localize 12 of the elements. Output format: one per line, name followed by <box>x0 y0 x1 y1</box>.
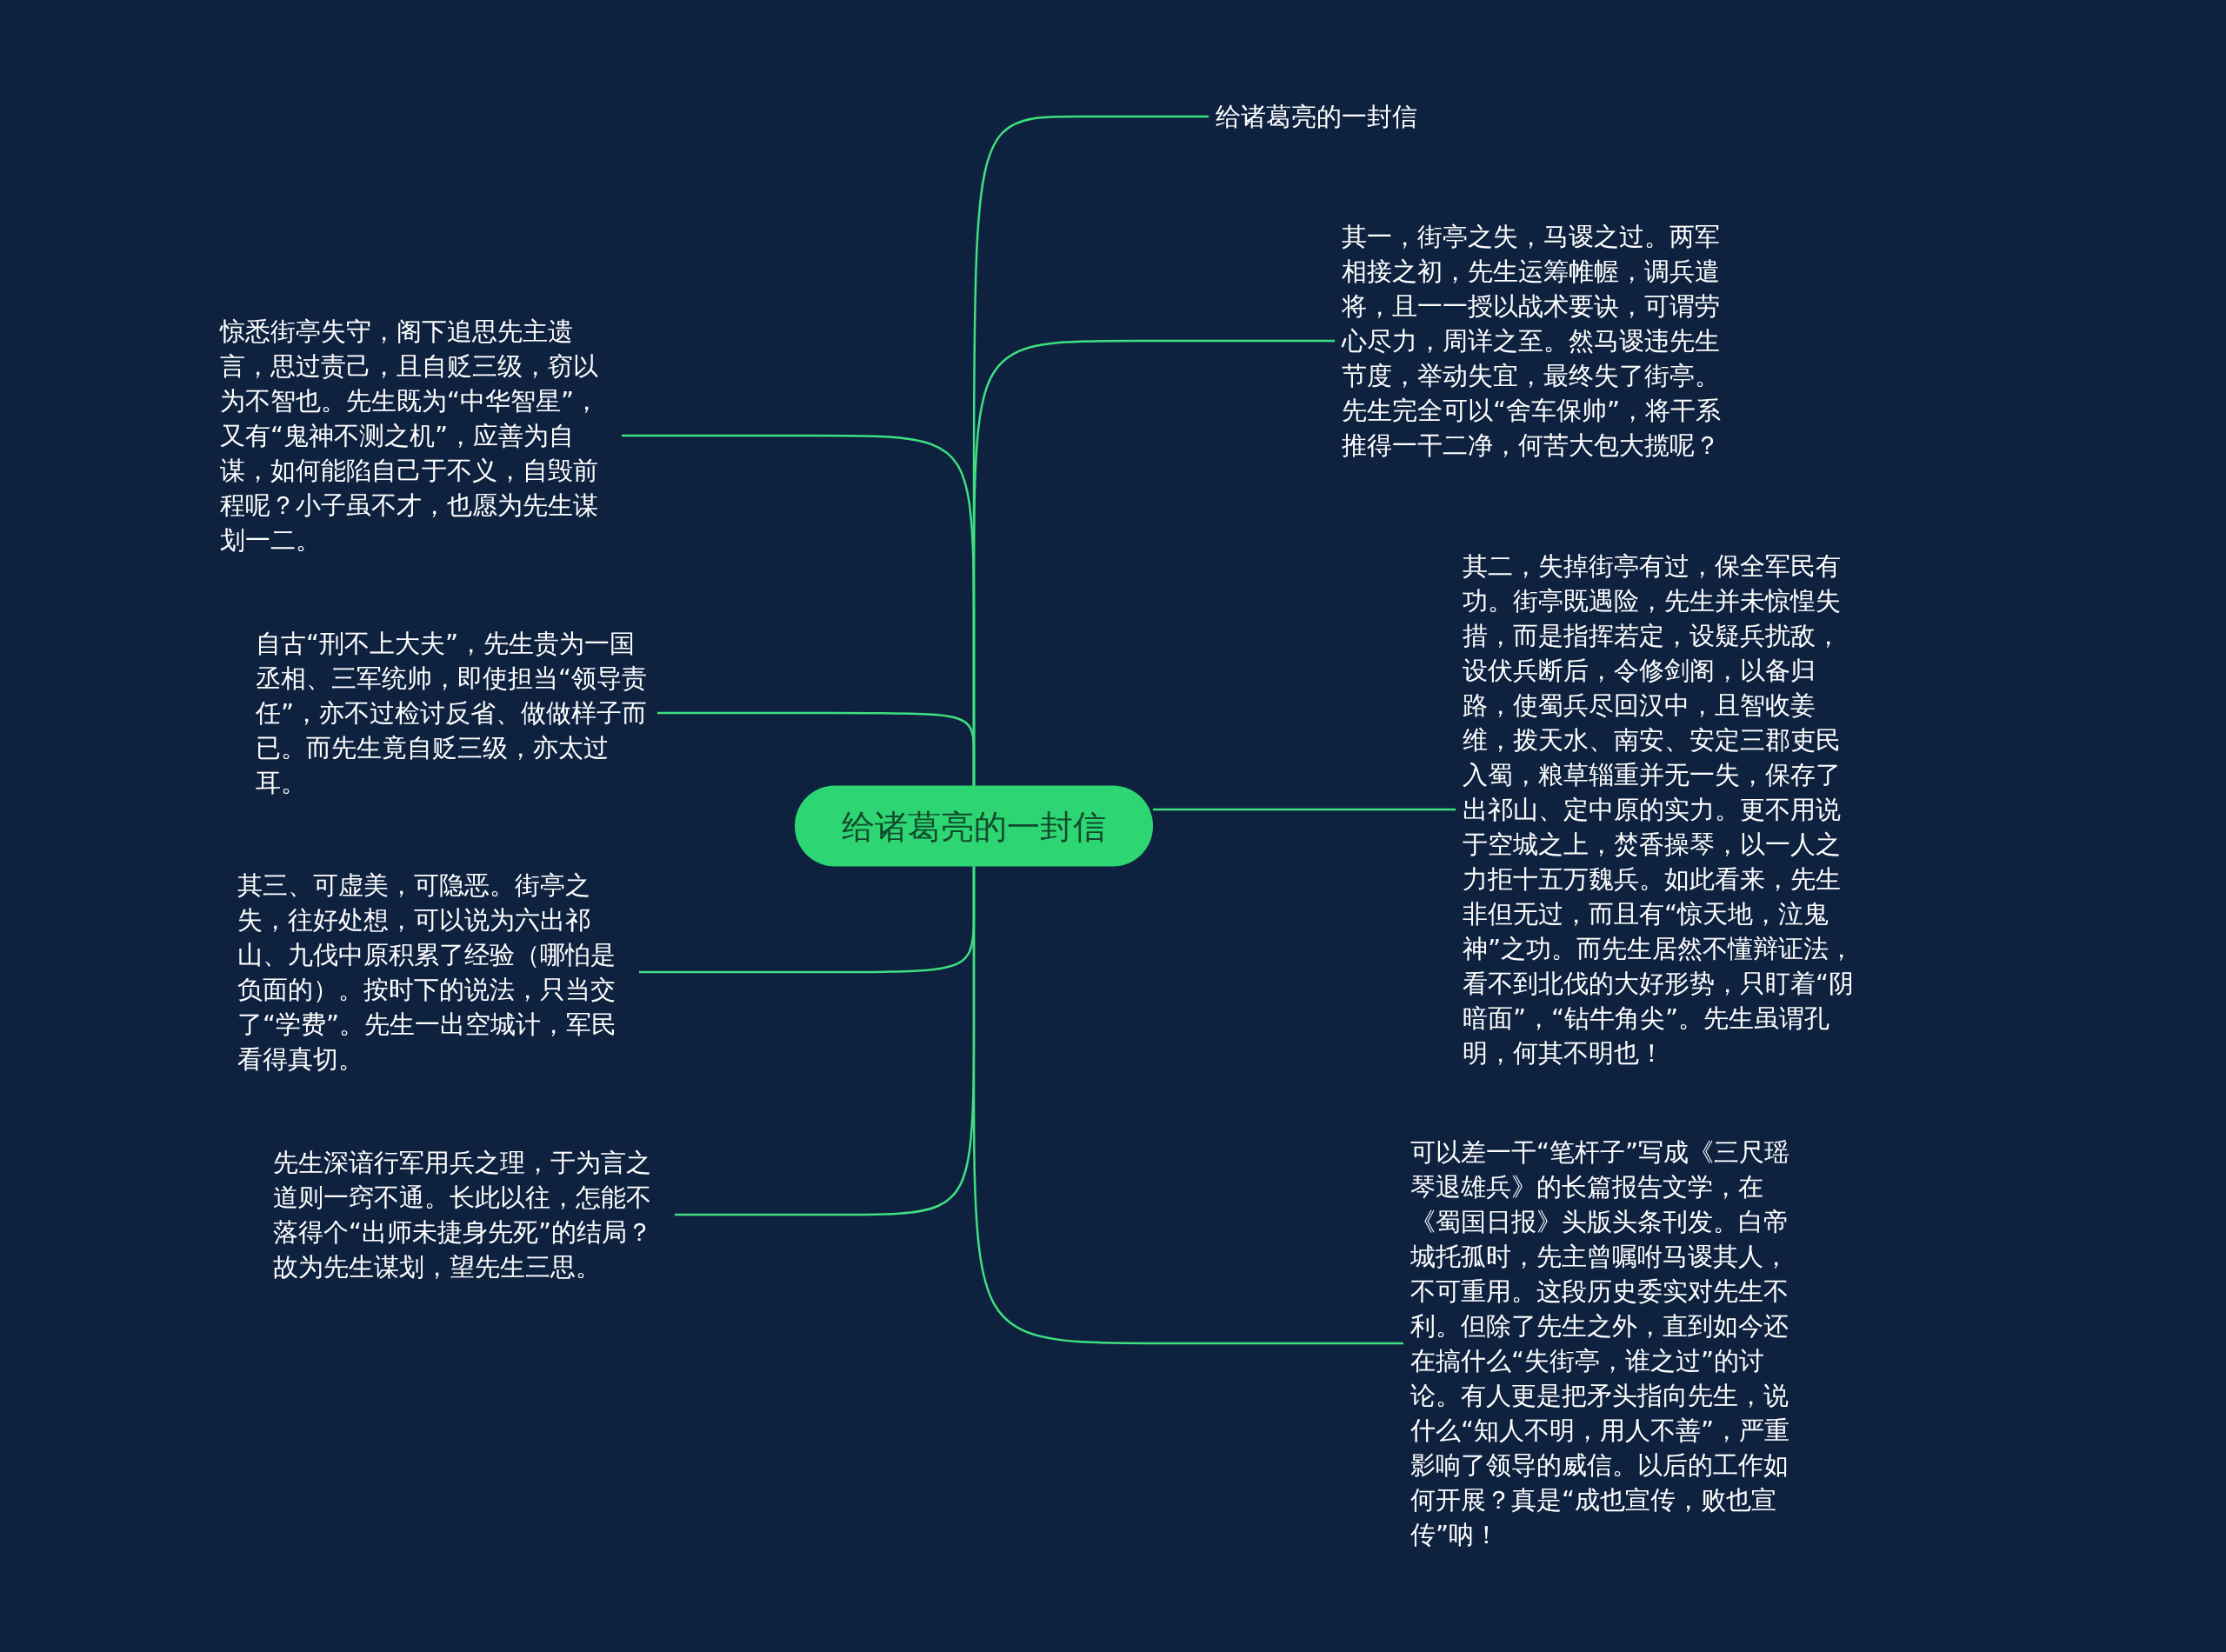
topic-text: 其一，街亭之失，马谡之过。两军相接之初，先生运筹帷幄，调兵遣将，且一一授以战术要诀，可谓劳心尽力，周详之至。然马谡违先生节度，举动失宜，最终失了街亭。先生完全可以“舍车保帅”，将干系推得一干二净，何苦大包大揽呢？ <box>1335 216 1743 466</box>
topic-text: 其二，失掉街亭有过，保全军民有功。街亭既遇险，先生并未惊惶失措，而是指挥若定，设疑兵扰敌，设伏兵断后，令修剑阁，以备归路，使蜀兵尽回汉中，且智收姜维，拨天水、南安、安定三郡吏民入蜀，粮草辎重并无一失，保存了出祁山、定中原的实力。更不用说于空城之上，焚香操琴，以一人之力拒十五万魏兵。如此看来，先生非但无过，而且有“惊天地，泣鬼神”之功。而先生居然不懂辩证法，看不到北伐的大好形势，只盯着“阴暗面”，“钻牛角尖”。先生虽谓孔明，何其不明也！ <box>1456 545 1864 1074</box>
topic-text: 可以差一干“笔杆子”写成《三尺瑶琴退雄兵》的长篇报告文学，在《蜀国日报》头版头条刊发。白帝城托孤时，先主曾嘱咐马谡其人，不可重用。这段历史委实对先生不利。但除了先生之外，直到如今还在搞什么“失街亭，谁之过”的讨论。有人更是把矛头指向先生，说什么“知人不明，用人不善”，严重影响了领导的威信。以后的工作如何开展？真是“成也宣传，败也宣传”呐！ <box>1403 1131 1812 1555</box>
topic-text: 先生深谙行军用兵之理，于为言之道则一窍不通。长此以往，怎能不落得个“出师未捷身先死”的结局？故为先生谋划，望先生三思。 <box>266 1142 675 1288</box>
connector-line <box>1153 808 1456 811</box>
topic-text: 给诸葛亮的一封信 <box>1209 96 1522 137</box>
topic-text: 自古“刑不上大夫”，先生贵为一国丞相、三军统帅，即使担当“领导责任”，亦不过检讨反省、做做样子而已。而先生竟自贬三级，亦太过耳。 <box>249 623 657 803</box>
topic-text: 其三、可虚美，可隐恶。街亭之失，往好处想，可以说为六出祁山、九伐中原积累了经验（哪怕是负面的）。按时下的说法，只当交了“学费”。先生一出空城计，军民看得真切。 <box>230 864 639 1080</box>
connector-line <box>657 711 976 786</box>
connector-line <box>675 866 976 1216</box>
topic-text: 惊悉街亭失守，阁下追思先主遗言，思过责己，且自贬三级，窃以为不智也。先生既为“中华智星”，又有“鬼神不测之机”，应善为自谋，如何能陷自己于不义，自毁前程呢？小子虽不才，也愿为先生谋划一二。 <box>213 310 622 561</box>
central-topic: 给诸葛亮的一封信 <box>795 785 1153 867</box>
